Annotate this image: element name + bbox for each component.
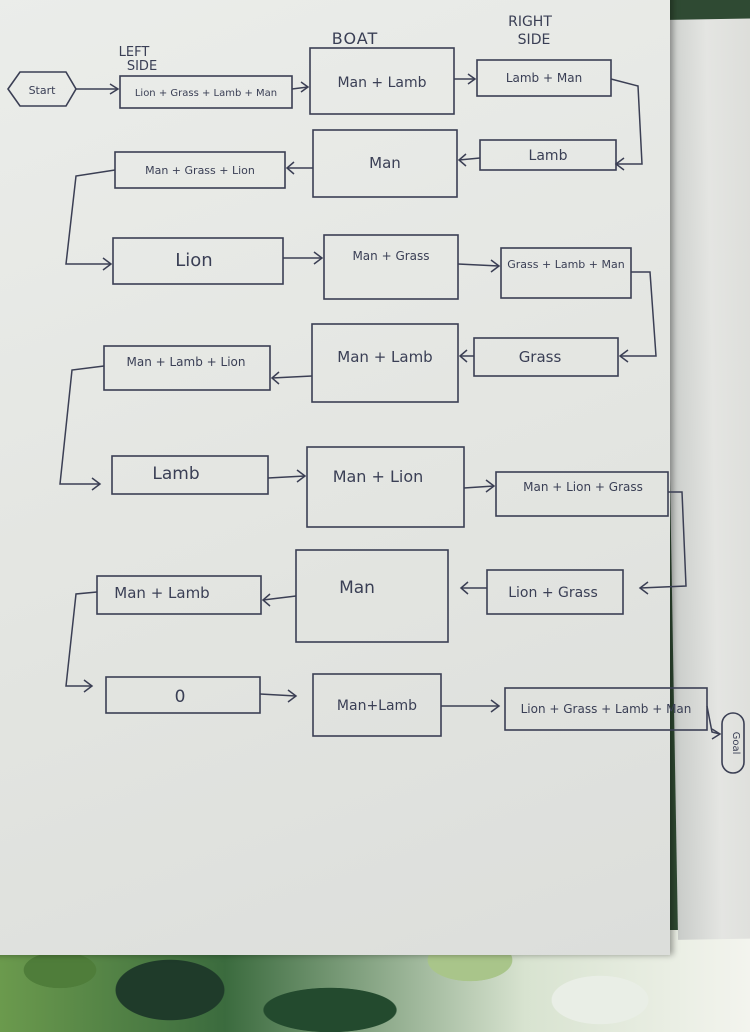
edge-3-to-4 xyxy=(620,271,657,357)
edge-1-to-2 xyxy=(610,78,643,165)
step-6-left-text: Man + Lamb xyxy=(114,584,209,602)
arrow-3l xyxy=(102,257,113,271)
step-7: 0 Man+Lamb Lion + Grass + Lamb + Man xyxy=(105,673,708,737)
start-label: Start xyxy=(29,84,57,97)
arrow-4b xyxy=(270,371,280,385)
step-2-left-text: Man + Grass + Lion xyxy=(145,164,255,177)
step-3-boat-box xyxy=(323,234,459,300)
edge-1-left-boat xyxy=(291,86,309,90)
step-6-boat-text: Man xyxy=(339,578,375,598)
goal-terminal: Goal xyxy=(721,712,745,774)
edge-6-boat-left xyxy=(262,595,297,601)
step-3-boat-text: Man + Grass xyxy=(352,249,429,263)
arrow-6r xyxy=(638,581,649,595)
arrow-start xyxy=(109,83,120,95)
arrow-7l xyxy=(83,679,94,693)
edge-7-left-boat xyxy=(259,693,297,697)
step-2-right-box xyxy=(479,139,617,171)
right-header-line1: RIGHT xyxy=(508,14,552,30)
step-2-right-text: Lamb xyxy=(529,148,568,164)
step-5-right-text: Man + Lion + Grass xyxy=(523,480,643,494)
edge-2-to-3 xyxy=(65,169,116,265)
right-header-line2: SIDE xyxy=(518,32,551,48)
arrow-7a xyxy=(287,689,298,703)
step-4-boat-text: Man + Lamb xyxy=(337,348,432,366)
step-7-left-box xyxy=(105,676,261,714)
step-5-boat-box xyxy=(306,446,465,528)
step-1-right-box xyxy=(476,59,612,97)
step-7-right-text: Lion + Grass + Lamb + Man xyxy=(521,702,692,716)
arrow-2a xyxy=(457,153,467,167)
step-6-right-box xyxy=(486,569,624,615)
arrow-5a xyxy=(296,469,307,483)
arrow-6b xyxy=(261,593,271,607)
column-headers: LEFT SIDE BOAT RIGHT SIDE xyxy=(119,14,553,74)
arrow-7b xyxy=(490,699,501,713)
arrow-3a xyxy=(313,251,324,265)
goal-label: Goal xyxy=(730,732,741,755)
edge-4-boat-left xyxy=(271,375,313,379)
arrow-5l xyxy=(91,477,102,491)
arrow-goal xyxy=(711,728,722,740)
arrow-4r xyxy=(618,349,629,363)
step-7-boat-text: Man+Lamb xyxy=(337,698,417,714)
arrow-4a xyxy=(458,349,468,363)
step-2-boat-text: Man xyxy=(369,154,401,172)
step-1-boat-text: Man + Lamb xyxy=(337,75,426,91)
step-3-left-text: Lion xyxy=(175,250,212,271)
step-4: Man + Lamb + Lion Man + Lamb Grass xyxy=(103,323,619,403)
arrow-2b xyxy=(285,161,295,175)
step-5-left-box xyxy=(111,455,269,495)
step-2-boat-box xyxy=(312,129,458,198)
step-4-right-text: Grass xyxy=(519,348,562,366)
step-3-right-text: Grass + Lamb + Man xyxy=(507,258,624,271)
edge-4-to-5 xyxy=(59,365,105,485)
step-1: Lion + Grass + Lamb + Man Man + Lamb Lam… xyxy=(119,47,612,115)
step-1-boat-box xyxy=(309,47,455,115)
step-6: Man + Lamb Man Lion + Grass xyxy=(96,549,624,643)
edge-7-to-goal xyxy=(706,705,721,735)
step-2: Man + Grass + Lion Man Lamb xyxy=(114,129,617,198)
step-5-boat-text: Man + Lion xyxy=(333,467,424,486)
left-header-line1: LEFT xyxy=(119,45,150,60)
edge-2-right-boat xyxy=(458,157,481,161)
arrow-1a xyxy=(300,81,310,93)
goal-shape xyxy=(721,712,745,774)
step-4-left-box xyxy=(103,345,271,391)
step-3-left-box xyxy=(112,237,284,285)
boat-header: BOAT xyxy=(332,29,378,48)
step-3: Lion Man + Grass Grass + Lamb + Man xyxy=(112,234,632,300)
step-7-boat-box xyxy=(312,673,442,737)
left-header-line2: SIDE xyxy=(127,59,157,74)
step-5: Lamb Man + Lion Man + Lion + Grass xyxy=(111,446,669,528)
step-4-boat-box xyxy=(311,323,459,403)
step-7-left-text: 0 xyxy=(175,687,186,707)
step-5-left-text: Lamb xyxy=(152,464,199,484)
arrow-1b xyxy=(467,73,477,85)
start-terminal: Start xyxy=(7,71,77,107)
step-4-left-text: Man + Lamb + Lion xyxy=(127,355,246,369)
step-3-right-box xyxy=(500,247,632,299)
step-5-right-box xyxy=(495,471,669,517)
edge-3-boat-right xyxy=(457,263,500,267)
step-1-right-text: Lamb + Man xyxy=(506,71,582,85)
step-1-left-box xyxy=(119,75,293,109)
step-1-left-text: Lion + Grass + Lamb + Man xyxy=(135,88,277,99)
edge-5-boat-right xyxy=(463,485,495,489)
arrow-3b xyxy=(490,259,501,273)
arrow-2r xyxy=(614,157,625,171)
edge-5-left-boat xyxy=(267,475,306,479)
edge-6-to-7 xyxy=(65,591,98,687)
edge-5-to-6 xyxy=(639,491,687,589)
arrow-5b xyxy=(485,479,496,493)
step-6-left-box xyxy=(96,575,262,615)
arrow-6a xyxy=(459,581,469,595)
step-6-right-text: Lion + Grass xyxy=(508,585,598,601)
connectors xyxy=(59,73,722,740)
step-4-right-box xyxy=(473,337,619,377)
